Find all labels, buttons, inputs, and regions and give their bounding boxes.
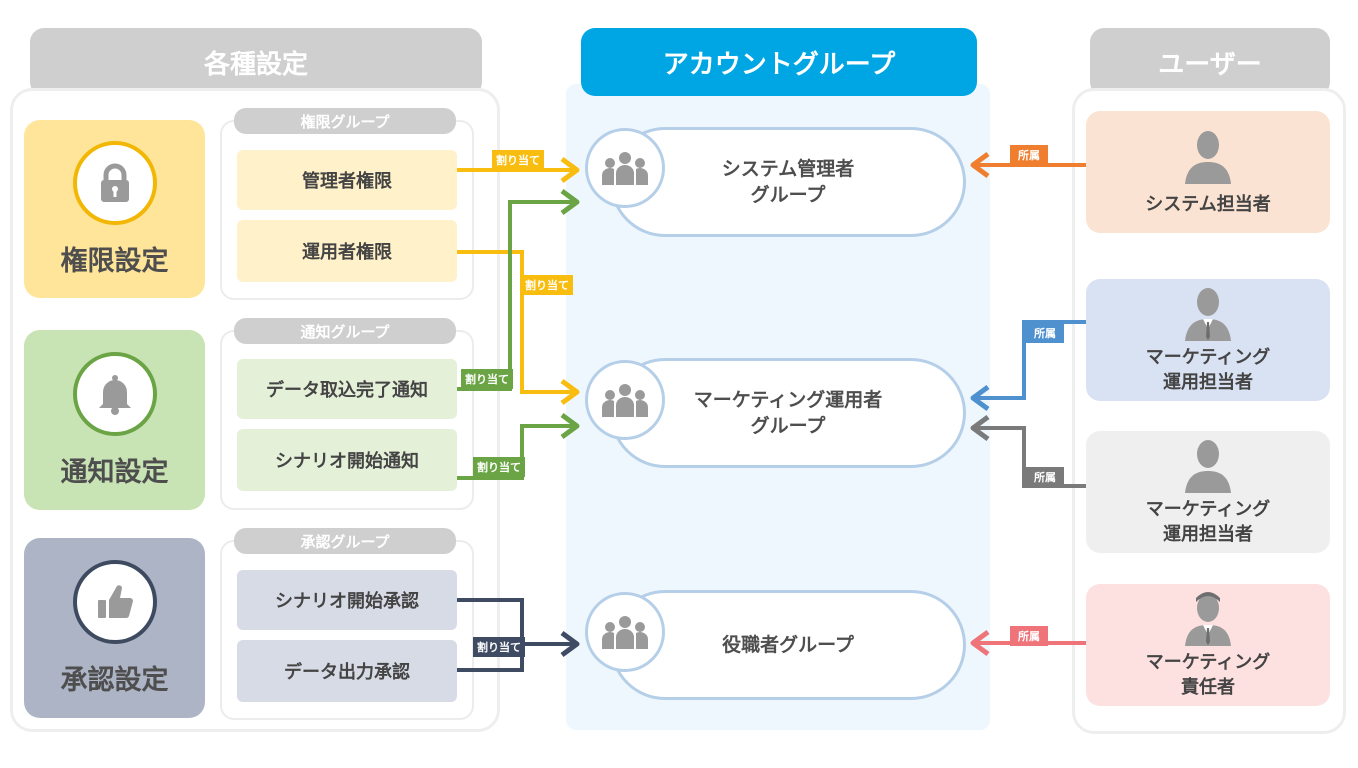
bell-icon [72,351,157,436]
arrow-belong-operator-1 [975,320,1086,400]
assign-tag: 割り当て [473,457,525,477]
item-scenario-start-approval: シナリオ開始承認 [237,570,457,630]
user-name-line: 運用担当者 [1163,524,1253,545]
subgroup-title: 通知グループ [234,318,456,344]
user-system-staff: システム担当者 [1086,111,1330,233]
user-marketing-operator-1: マーケティング 運用担当者 [1086,279,1330,401]
category-label: 権限設定 [60,245,169,277]
category-notification: 通知設定 [24,330,205,510]
people-group-icon [585,360,665,440]
belong-tag: 所属 [1026,323,1064,343]
person-icon [1185,440,1231,493]
subgroup-title: 権限グループ [234,108,456,134]
belong-tag: 所属 [1010,626,1048,646]
arrow-assign-import-notice [457,200,575,391]
settings-header: 各種設定 [30,28,482,96]
category-approval: 承認設定 [24,538,205,718]
assign-tag: 割り当て [461,369,513,389]
user-name-line: マーケティング [1145,499,1271,520]
group-name-line: マーケティング運用者 [693,389,883,411]
item-operator-permission: 運用者権限 [237,220,457,282]
thumbs-up-icon [72,559,157,644]
person-icon [1185,130,1231,184]
user-name-line: マーケティング [1145,652,1271,673]
item-data-export-approval: データ出力承認 [237,640,457,702]
group-marketing-operator: マーケティング運用者 グループ [610,358,966,468]
account-group-header: アカウントグループ [581,28,977,96]
group-name-line: グループ [750,184,826,206]
group-name-line: システム管理者 [721,158,855,180]
arrow-assign-scenario-notice [457,424,575,480]
belong-tag: 所属 [1010,145,1048,165]
user-name-line: 運用担当者 [1163,372,1253,393]
people-group-icon [585,592,665,672]
belong-tag: 所属 [1026,467,1064,487]
group-name-line: グループ [750,415,826,437]
category-label: 承認設定 [60,664,169,696]
user-name-line: 責任者 [1181,677,1235,698]
people-group-icon [585,128,665,208]
businessman-icon [1185,288,1231,341]
assign-tag: 割り当て [492,150,544,170]
lock-icon [72,140,157,225]
item-import-complete-notice: データ取込完了通知 [237,359,457,419]
arrow-assign-operator [457,250,575,394]
group-name-line: 役職者グループ [722,634,854,656]
subgroup-title: 承認グループ [234,528,456,554]
user-name-line: システム担当者 [1145,193,1271,215]
item-admin-permission: 管理者権限 [237,150,457,210]
user-marketing-operator-2: マーケティング 運用担当者 [1086,431,1330,553]
assign-tag: 割り当て [521,275,573,295]
category-label: 通知設定 [60,456,169,488]
manager-icon [1185,592,1231,646]
user-name-line: マーケティング [1145,347,1271,368]
category-permission: 権限設定 [24,120,205,298]
assign-tag: 割り当て [473,637,525,657]
users-header: ユーザー [1090,28,1330,96]
arrow-bracket-approval [457,598,524,672]
item-scenario-start-notice: シナリオ開始通知 [237,429,457,491]
group-system-admin: システム管理者 グループ [610,127,966,237]
user-marketing-manager: マーケティング 責任者 [1086,584,1330,706]
